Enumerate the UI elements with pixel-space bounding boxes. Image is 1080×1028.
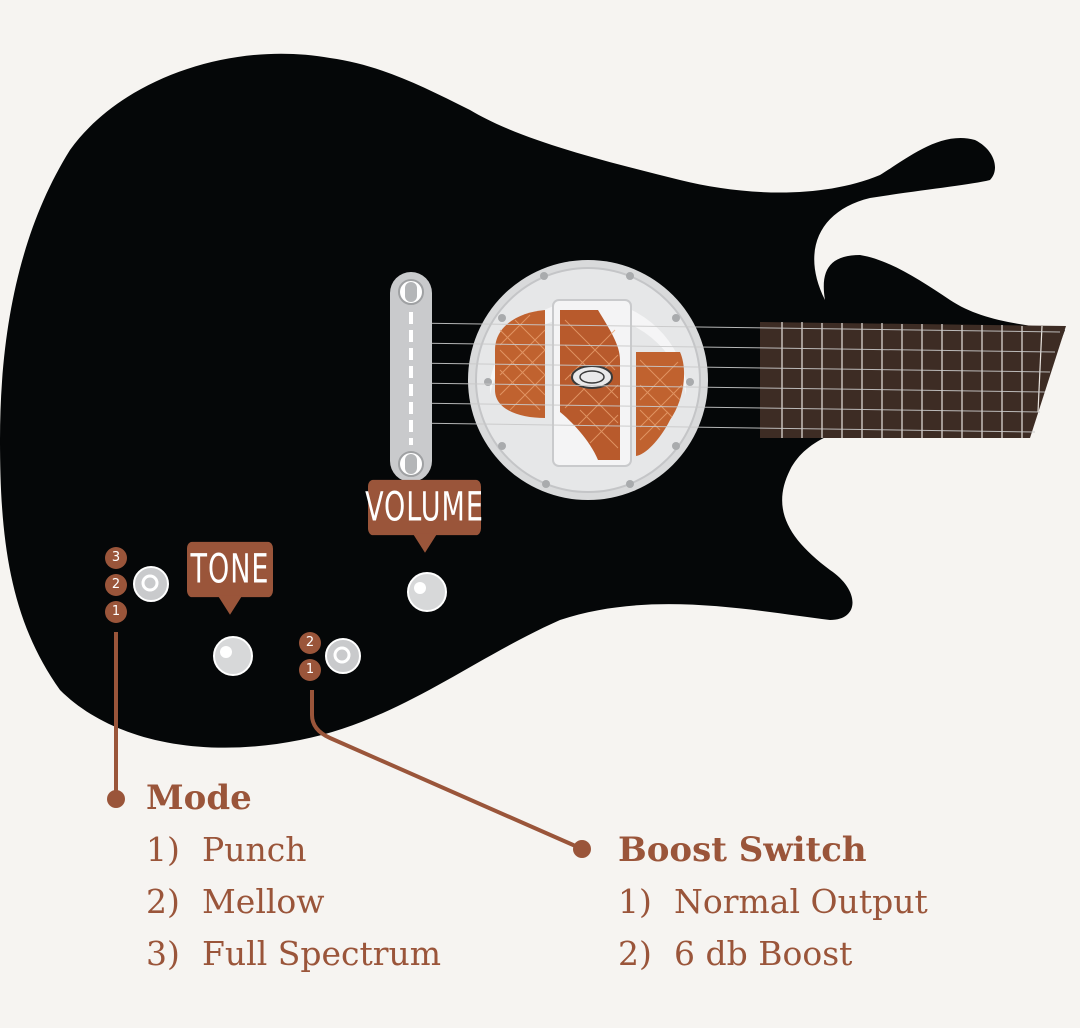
item-number: 1) xyxy=(618,882,652,921)
item-number: 1) xyxy=(146,830,180,869)
pickup-right xyxy=(636,352,685,456)
logo-badge xyxy=(571,365,613,389)
pickup-cavity xyxy=(468,260,708,500)
list-item: 3) Full Spectrum xyxy=(146,928,441,980)
volume-knob[interactable] xyxy=(407,572,447,612)
mode-switch[interactable] xyxy=(133,566,169,602)
item-label: Full Spectrum xyxy=(202,934,442,973)
item-label: Normal Output xyxy=(674,882,928,921)
mode-position-1: 1 xyxy=(105,601,127,623)
boost-toggle[interactable] xyxy=(325,638,361,674)
list-item: 2) Mellow xyxy=(146,876,441,928)
list-item: 1) Normal Output xyxy=(618,876,928,928)
mode-legend-title: Mode xyxy=(146,778,252,818)
tone-knob[interactable] xyxy=(213,636,253,676)
volume-label: VOLUME xyxy=(365,479,483,553)
boost-leader-line xyxy=(310,690,581,850)
list-item: 2) 6 db Boost xyxy=(618,928,928,980)
fretboard xyxy=(760,322,1066,438)
mode-legend: Mode 1) Punch 2) Mellow 3) Full Spectrum xyxy=(146,778,441,980)
item-label: 6 db Boost xyxy=(674,934,853,973)
boost-position-2: 2 xyxy=(299,632,321,654)
mode-leader-dot xyxy=(107,790,125,808)
boost-position-1: 1 xyxy=(299,659,321,681)
item-label: Mellow xyxy=(202,882,325,921)
strings xyxy=(409,322,1061,433)
bridge xyxy=(390,272,432,482)
item-number: 3) xyxy=(146,934,180,973)
boost-legend: Boost Switch 1) Normal Output 2) 6 db Boos… xyxy=(618,830,928,980)
mode-position-2: 2 xyxy=(105,574,127,596)
mode-position-3: 3 xyxy=(105,547,127,569)
list-item: 1) Punch xyxy=(146,824,441,876)
boost-leader-dot xyxy=(573,840,591,858)
item-number: 2) xyxy=(146,882,180,921)
item-number: 2) xyxy=(618,934,652,973)
tone-label: TONE xyxy=(187,541,273,615)
item-label: Punch xyxy=(202,830,307,869)
boost-legend-title: Boost Switch xyxy=(618,830,867,870)
